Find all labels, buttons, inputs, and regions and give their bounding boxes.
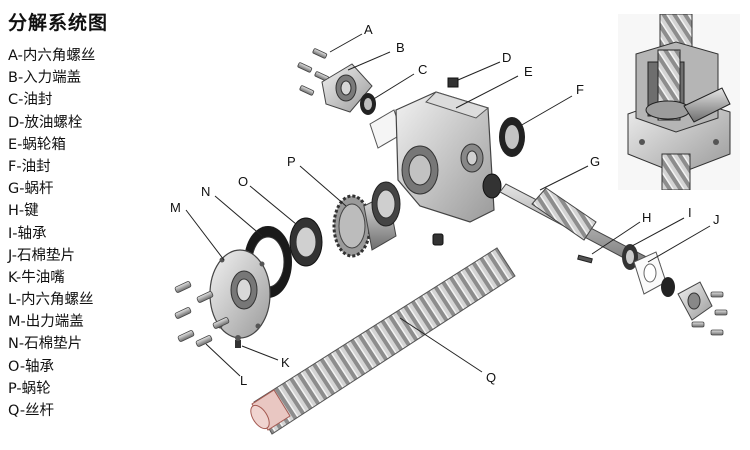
callout-p: P (287, 154, 296, 169)
parts-legend: A-内六角螺丝 B-入力端盖 C-油封 D-放油螺栓 E-蜗轮箱 F-油封 G-… (8, 45, 95, 422)
callout-j: J (713, 212, 720, 227)
right-gasket (633, 251, 667, 295)
legend-item-e: E-蜗轮箱 (8, 136, 66, 153)
legend-item-j: J-石棉垫片 (8, 247, 75, 264)
output-bearing (289, 217, 323, 267)
callout-a: A (364, 22, 373, 37)
output-end-cover (209, 249, 271, 339)
drain-plug (447, 77, 459, 88)
callout-e: E (524, 64, 533, 79)
callout-m: M (170, 200, 181, 215)
leader-lines (185, 33, 711, 377)
legend-item-a: A-内六角螺丝 (8, 48, 96, 64)
legend-item-d: D-放油螺栓 (8, 114, 83, 131)
legend-item-g: G-蜗杆 (8, 181, 54, 198)
callout-f: F (576, 82, 584, 97)
right-cover-screws (691, 291, 728, 336)
legend-item-h: H-键 (8, 203, 39, 220)
output-oil-seal-right (499, 117, 525, 157)
grease-nipple (235, 335, 241, 348)
legend-item-q: Q-丝杆 (8, 403, 55, 419)
housing-bearing (371, 181, 401, 227)
callout-i: I (688, 205, 692, 220)
legend-item-i: I-轴承 (8, 225, 47, 242)
output-cover-screws (174, 281, 230, 347)
legend-item-n: N-石棉垫片 (8, 336, 83, 353)
callout-o: O (238, 174, 248, 189)
legend-item-l: L-内六角螺丝 (8, 292, 94, 309)
right-end-cover (661, 277, 713, 321)
diagram-title: 分解系统图 (8, 12, 109, 34)
input-cover-screws (297, 48, 330, 96)
legend-item-c: C-油封 (8, 92, 53, 109)
legend-item-p: P-蜗轮 (8, 380, 51, 397)
worm-gear-housing (395, 91, 502, 223)
callout-q: Q (486, 370, 496, 385)
callout-l: L (240, 373, 247, 388)
legend-item-k: K-牛油嘴 (8, 269, 65, 286)
callout-k: K (281, 355, 290, 370)
legend-item-f: F-油封 (8, 158, 51, 175)
callout-g: G (590, 154, 600, 169)
callout-b: B (396, 40, 405, 55)
callout-n: N (201, 184, 210, 199)
housing-bolt (432, 233, 444, 246)
input-end-cover (321, 63, 373, 113)
legend-item-m: M-出力端盖 (8, 314, 84, 331)
callout-c: C (418, 62, 427, 77)
assembled-cutaway-inset (618, 14, 740, 190)
shaft-key (577, 254, 593, 264)
lead-screw (250, 247, 516, 435)
callout-h: H (642, 210, 651, 225)
callout-d: D (502, 50, 511, 65)
legend-item-b: B-入力端盖 (8, 70, 82, 87)
input-oil-seal (360, 93, 376, 115)
legend-item-o: O-轴承 (8, 358, 55, 375)
